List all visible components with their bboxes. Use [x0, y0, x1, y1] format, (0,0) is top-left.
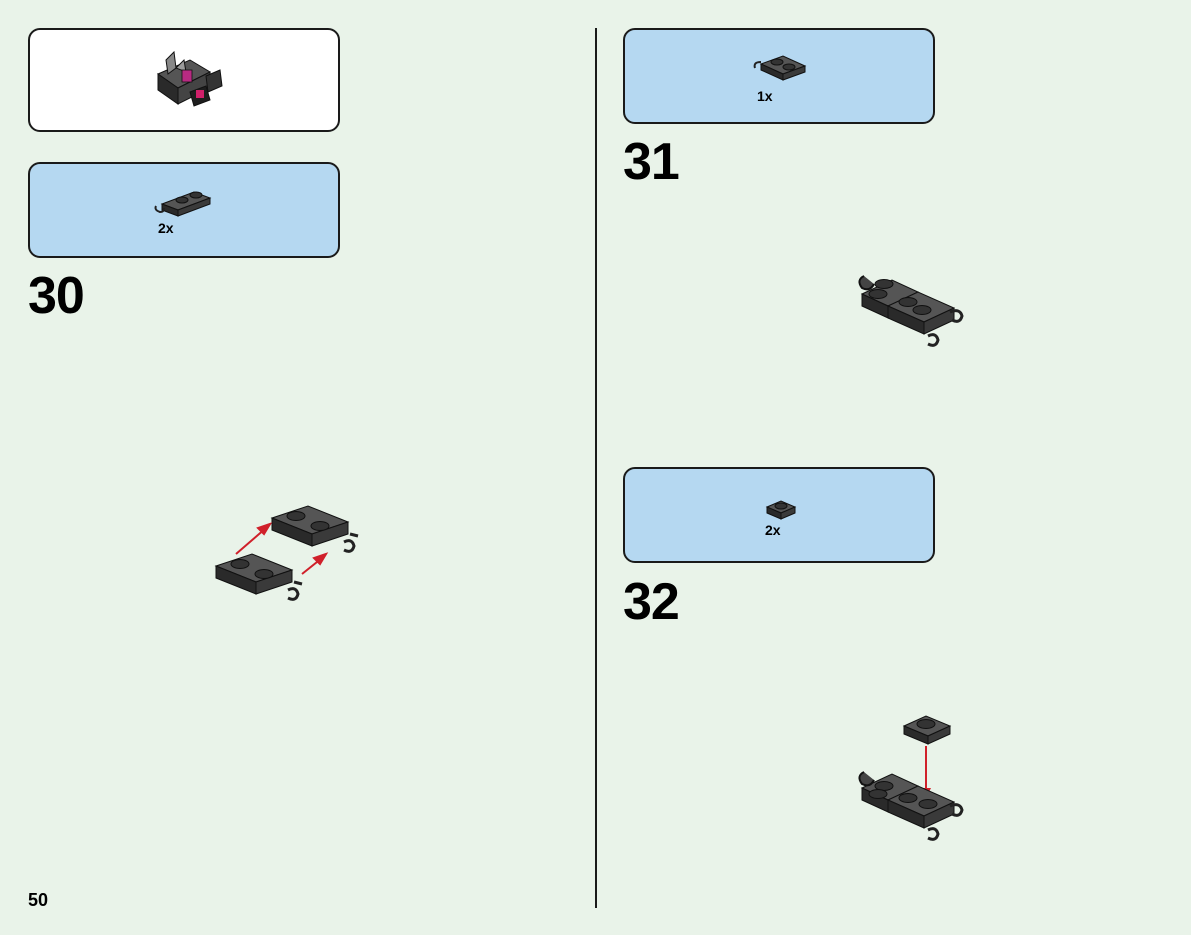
assembly-arrow-icon — [235, 522, 329, 575]
assembly-base-icon — [858, 771, 964, 841]
subassembly-callout — [28, 28, 340, 132]
parts-panel-step-31: 1x — [623, 28, 935, 124]
subassembly-callout-icon — [156, 50, 223, 107]
column-divider — [595, 28, 597, 908]
plate-1x1-falling-icon — [902, 715, 952, 745]
plate-lower-icon — [214, 553, 303, 601]
step-number-31: 31 — [623, 133, 680, 191]
step-number-32: 32 — [623, 573, 680, 631]
plate-1x2-clip-icon — [154, 191, 212, 217]
step-32-parts-quantity: 2x — [765, 522, 781, 538]
step-30-illustration — [214, 505, 359, 601]
step-32-illustration — [858, 715, 964, 841]
step-number-30: 30 — [28, 267, 85, 325]
step-30-parts-quantity: 2x — [158, 220, 174, 236]
step-31-parts-quantity: 1x — [757, 88, 773, 104]
parts-panel-step-32: 2x — [623, 467, 935, 563]
plate-1x1-icon — [765, 500, 797, 520]
plate-upper-icon — [270, 505, 359, 553]
plate-2x2-clip-icon — [753, 55, 807, 81]
page-number: 50 — [28, 890, 49, 910]
parts-panel-step-30: 2x — [28, 162, 340, 258]
step-31-illustration — [858, 275, 964, 347]
